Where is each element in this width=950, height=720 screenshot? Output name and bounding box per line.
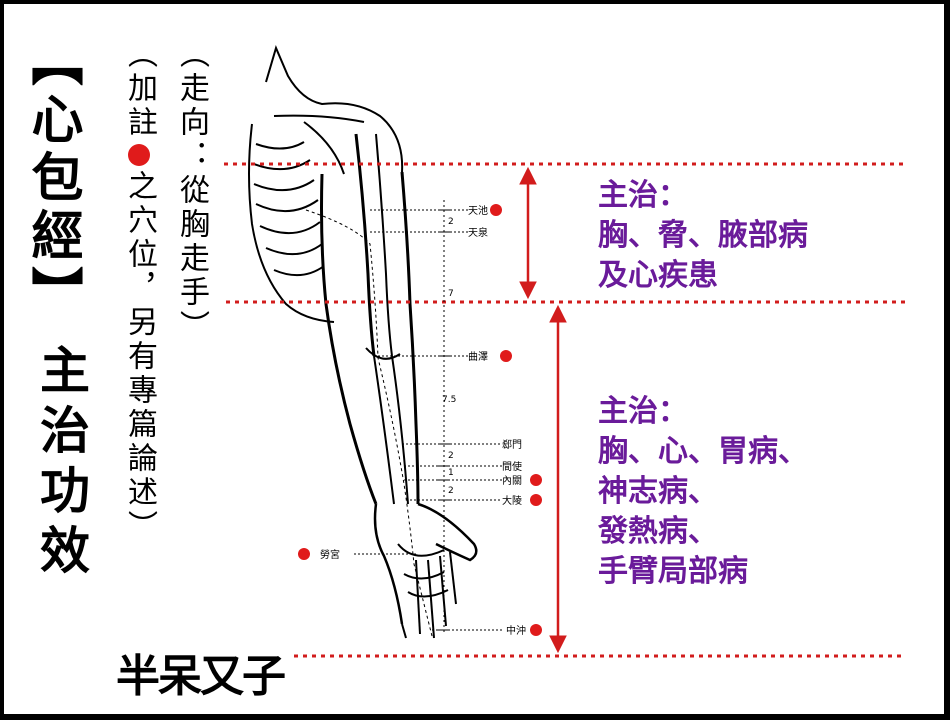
acupoint-label-quze: 曲澤 bbox=[468, 351, 488, 363]
acupoint-dot-laogong[interactable] bbox=[298, 548, 310, 560]
upper-range-arrow bbox=[519, 166, 537, 300]
segment-number-tianchi-tianquan: 2 bbox=[448, 217, 454, 227]
lower-range-arrow bbox=[549, 304, 567, 654]
lower-indication-line: 胸、心、胃病、 bbox=[598, 434, 808, 469]
acupoint-label-laogong: 勞宮 bbox=[320, 548, 340, 561]
lower-indication: 主治： 胸、心、胃病、 神志病、 發熱病、 手臂局部病 bbox=[598, 392, 808, 592]
logo: 半呆又子 bbox=[116, 651, 286, 702]
upper-indication: 主治： 胸、脅、腋部病 及心疾患 bbox=[598, 176, 808, 296]
acupoint-note-suffix: 之穴位，另有專篇論述） bbox=[122, 170, 157, 544]
upper-indication-line: 胸、脅、腋部病 bbox=[598, 218, 808, 253]
acupoint-label-daling: 大陵 bbox=[502, 494, 522, 507]
meridian-path bbox=[305, 209, 433, 637]
main-effects-heading: 主治功效 bbox=[32, 344, 91, 584]
upper-indication-line: 主治： bbox=[598, 178, 688, 213]
diagram-canvas: 2 7 7.5 2 1 2 天池 天泉 曲澤 郄門 間使 內關 大陵 勞宮 中沖… bbox=[4, 4, 944, 714]
acupoint-label-neiguan: 內關 bbox=[502, 475, 522, 487]
acupoint-dot-daling[interactable] bbox=[530, 494, 542, 506]
lower-indication-line: 主治： bbox=[598, 394, 688, 429]
arm-illustration bbox=[248, 45, 478, 639]
measure-scale bbox=[354, 200, 502, 632]
acupoint-label-tianchi: 天池 bbox=[468, 204, 488, 217]
acupoint-label-jianshi: 間使 bbox=[502, 460, 522, 473]
acupoint-dot-tianchi[interactable] bbox=[490, 204, 502, 216]
red-dot-icon bbox=[128, 144, 150, 166]
lower-indication-line: 手臂局部病 bbox=[598, 554, 748, 589]
direction-note: （走向：從胸走手） bbox=[174, 38, 209, 344]
acupoint-dot-quze[interactable] bbox=[500, 350, 512, 362]
upper-indication-line: 及心疾患 bbox=[598, 258, 718, 293]
arm-diagram: 2 7 7.5 2 1 2 天池 天泉 曲澤 郄門 間使 內關 大陵 勞宮 中沖 bbox=[224, 45, 906, 658]
acupoint-label-tianquan: 天泉 bbox=[468, 226, 488, 239]
acupoint-dot-zhongchong[interactable] bbox=[530, 624, 542, 636]
segment-number-neiguan-daling: 2 bbox=[448, 486, 454, 496]
lower-indication-line: 發熱病、 bbox=[598, 514, 718, 549]
acupoint-note: （加註之穴位，另有專篇論述） bbox=[122, 38, 157, 544]
acupoint-label-zhongchong: 中沖 bbox=[506, 624, 526, 637]
lower-indication-line: 神志病、 bbox=[598, 474, 718, 509]
segment-number-jianshi-neiguan: 1 bbox=[448, 468, 454, 478]
segment-number-ximen-jianshi: 2 bbox=[448, 451, 454, 461]
acupoint-label-ximen: 郄門 bbox=[502, 438, 522, 451]
acupoint-dot-neiguan[interactable] bbox=[530, 474, 542, 486]
meridian-title: 【心包經】 bbox=[22, 34, 83, 324]
segment-number-forearm: 7.5 bbox=[442, 395, 456, 405]
acupoint-note-prefix: （加註 bbox=[122, 38, 157, 140]
segment-number-upper-arm: 7 bbox=[448, 289, 454, 299]
